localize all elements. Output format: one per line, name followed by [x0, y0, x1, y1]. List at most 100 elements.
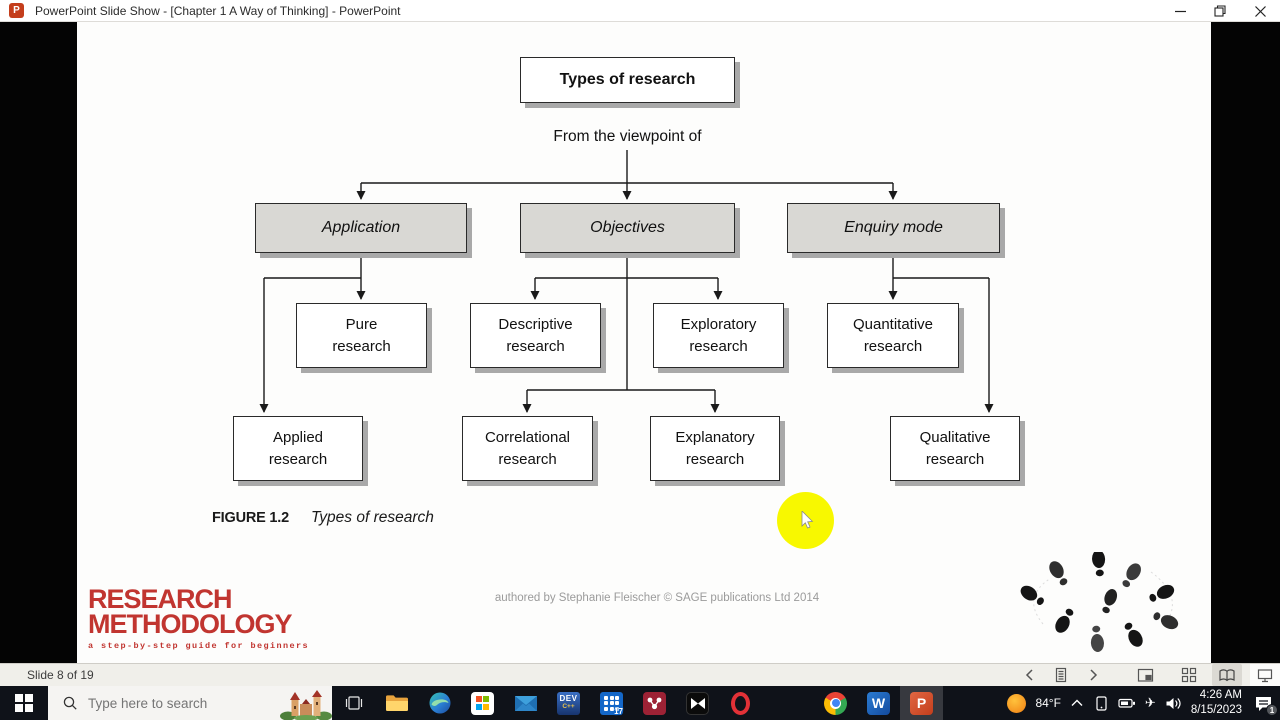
close-icon — [1254, 5, 1266, 17]
word-button[interactable]: W — [857, 686, 900, 720]
logo-line-2: METHODOLOGY — [88, 609, 293, 639]
reading-view-button[interactable] — [1212, 664, 1242, 686]
chrome-button[interactable] — [814, 686, 857, 720]
figure-caption-label: FIGURE 1.2 — [212, 510, 289, 526]
search-icon — [63, 696, 77, 710]
task-view-icon — [345, 696, 362, 710]
start-button[interactable] — [0, 686, 48, 720]
file-explorer-icon — [385, 695, 408, 711]
search-highlights-castle-icon[interactable] — [280, 688, 332, 720]
close-button[interactable] — [1240, 0, 1280, 22]
file-explorer-button[interactable] — [375, 686, 418, 720]
airplane-mode-tray-button[interactable]: ✈ — [1145, 695, 1156, 711]
window-titlebar: P PowerPoint Slide Show - [Chapter 1 A W… — [0, 0, 1280, 22]
slide-indicator: Slide 8 of 19 — [27, 668, 94, 682]
diagram-box-descriptive-research: Descriptive research — [470, 303, 601, 368]
mail-button[interactable] — [504, 686, 547, 720]
edge-browser-button[interactable] — [418, 686, 461, 720]
normal-view-button[interactable] — [1130, 664, 1160, 686]
mail-icon — [514, 695, 537, 711]
airplane-icon: ✈ — [1144, 695, 1156, 710]
slideshow-menu-button[interactable] — [1046, 664, 1076, 686]
battery-icon — [1118, 698, 1135, 708]
show-hidden-icons-button[interactable] — [1070, 697, 1084, 709]
notification-count-badge: 1 — [1266, 704, 1278, 716]
clock-time: 4:26 AM — [1199, 689, 1242, 702]
taskbar-clock[interactable]: 4:26 AM 8/15/2023 — [1191, 688, 1242, 718]
word-icon: W — [867, 691, 890, 715]
mendeley-icon — [643, 691, 666, 715]
logo-line-1: RESEARCH — [88, 584, 233, 614]
powerpoint-status-bar: Slide 8 of 19 — [0, 663, 1280, 686]
capcut-button[interactable] — [676, 686, 719, 720]
slideshow-area: Types of research From the viewpoint of … — [0, 22, 1280, 663]
opera-button[interactable] — [719, 686, 762, 720]
task-view-button[interactable] — [332, 686, 375, 720]
powerpoint-taskbar-button[interactable]: P — [900, 686, 943, 720]
cursor-highlight-circle — [777, 492, 834, 549]
minimize-button[interactable] — [1160, 0, 1200, 22]
slideshow-view-icon — [1257, 668, 1273, 682]
credit-text: authored by Stephanie Fleischer © SAGE p… — [494, 592, 820, 604]
chevron-left-icon — [1025, 669, 1033, 681]
chevron-right-icon — [1089, 669, 1097, 681]
diagram-box-objectives: Objectives — [520, 203, 735, 253]
slide-canvas[interactable]: Types of research From the viewpoint of … — [77, 22, 1211, 663]
diagram-box-explanatory-research: Explanatory research — [650, 416, 780, 481]
diagram-connectors — [259, 150, 994, 413]
figure-caption-text: Types of research — [310, 509, 434, 526]
mendeley-button[interactable] — [633, 686, 676, 720]
edge-icon — [429, 692, 450, 714]
figure-caption: FIGURE 1.2 Types of research — [212, 509, 434, 527]
phone-icon — [1096, 695, 1107, 711]
clock-date: 8/15/2023 — [1190, 704, 1242, 716]
sun-weather-icon — [1007, 693, 1027, 713]
capcut-icon — [686, 691, 709, 715]
diagram-box-exploratory-research: Exploratory research — [653, 303, 784, 368]
search-input[interactable] — [88, 695, 263, 711]
speaker-icon — [1166, 697, 1181, 709]
diagram-box-enquiry-mode: Enquiry mode — [787, 203, 1000, 253]
action-center-button[interactable]: 1 — [1251, 691, 1278, 716]
previous-slide-button[interactable] — [1014, 664, 1044, 686]
diagram-box-applied-research: Applied research — [233, 416, 363, 481]
taskbar-search-box[interactable] — [48, 686, 332, 720]
slide-sorter-button[interactable] — [1174, 664, 1204, 686]
microsoft-store-icon — [471, 691, 494, 715]
powerpoint-app-icon: P — [9, 3, 24, 18]
minimize-icon — [1174, 10, 1186, 12]
chrome-icon — [824, 691, 847, 715]
diagram-box-quantitative-research: Quantitative research — [827, 303, 959, 368]
weather-button[interactable] — [1007, 693, 1027, 713]
notes-menu-icon — [1055, 667, 1067, 683]
chevron-up-icon — [1071, 699, 1083, 706]
logo-tagline: a step-by-step guide for beginners — [88, 641, 310, 651]
battery-tray-button[interactable] — [1118, 695, 1136, 711]
powerpoint-icon: P — [910, 691, 933, 715]
your-phone-tray-button[interactable] — [1093, 695, 1109, 712]
opera-icon — [731, 691, 750, 715]
next-slide-button[interactable] — [1078, 664, 1108, 686]
diagram-subtitle: From the viewpoint of — [553, 128, 702, 145]
diagram-root-box: Types of research — [520, 57, 735, 103]
diagram-box-qualitative-research: Qualitative research — [890, 416, 1020, 481]
slideshow-view-button[interactable] — [1250, 664, 1280, 686]
window-title: PowerPoint Slide Show - [Chapter 1 A Way… — [35, 3, 401, 18]
dialpad-app-button[interactable]: 17 — [590, 686, 633, 720]
footprints-graphic — [1020, 552, 1179, 652]
research-methodology-logo: RESEARCH METHODOLOGY a step-by-step guid… — [88, 584, 310, 652]
slide-sorter-icon — [1181, 667, 1197, 683]
restore-icon — [1214, 5, 1226, 17]
microsoft-store-button[interactable] — [461, 686, 504, 720]
volume-tray-button[interactable] — [1165, 696, 1182, 711]
reading-view-icon — [1219, 668, 1235, 681]
weather-temperature[interactable]: 84°F — [1035, 696, 1061, 710]
diagram-box-correlational-research: Correlational research — [462, 416, 593, 481]
system-tray: 84°F ✈ — [1007, 686, 1278, 720]
dialpad-app-icon: 17 — [600, 691, 623, 716]
restore-button[interactable] — [1200, 0, 1240, 22]
